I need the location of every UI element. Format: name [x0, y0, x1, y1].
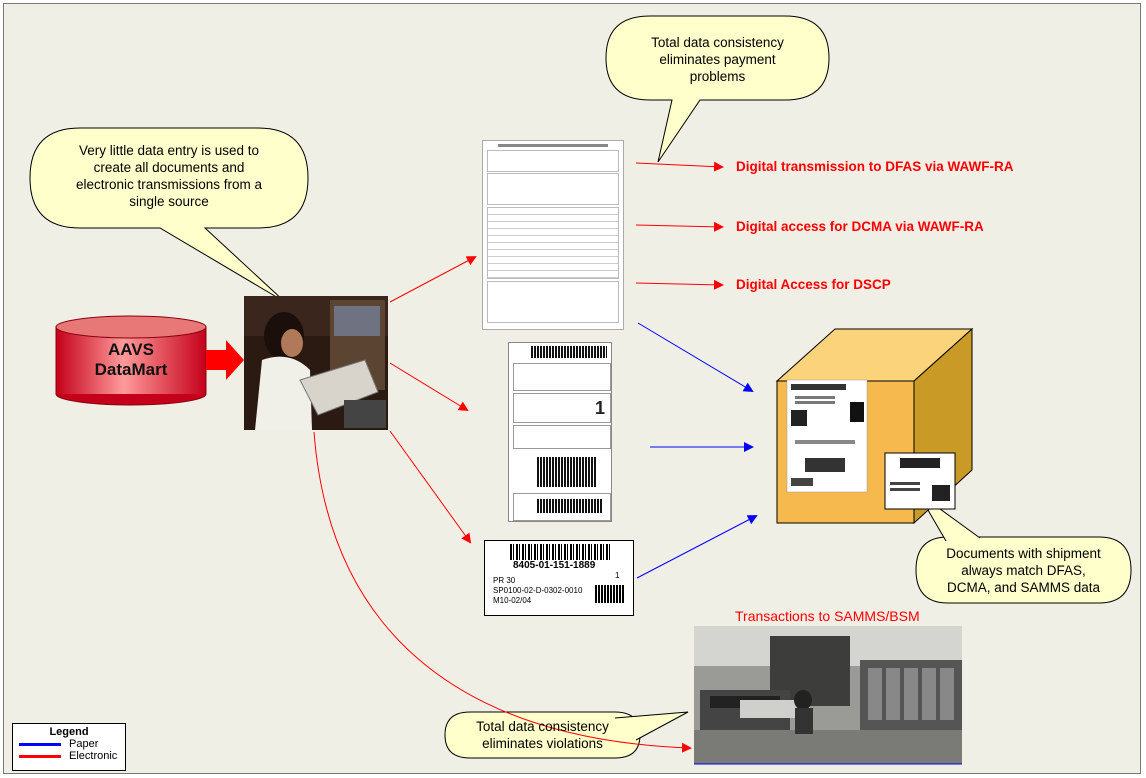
shipping-label-document: 1 — [508, 342, 612, 522]
bubble-top-right-line3: problems — [689, 69, 746, 84]
bubble-bottom-line2: eliminates violations — [482, 736, 603, 751]
item-label-nsn: 8405-01-151-1889 — [513, 560, 596, 571]
bubble-right-line3: DCMA, and SAMMS data — [946, 580, 1101, 595]
bubble-top-right-line1: Total data consistency — [651, 35, 784, 50]
shipping-box — [775, 327, 974, 525]
arrow-to-samms — [313, 431, 692, 753]
legend-row-electronic: Electronic — [13, 750, 125, 762]
item-label-contract: SP0100-02-D-0302-0010 — [493, 586, 583, 595]
dscp-access-label: Digital Access for DSCP — [736, 277, 891, 292]
invoice-document — [482, 140, 624, 330]
item-label: 8405-01-151-1889 PR 30 SP0100-02-D-0302-… — [484, 540, 634, 616]
legend-title: Legend — [49, 726, 89, 738]
legend-paper-swatch — [19, 743, 61, 746]
bubble-right-line1: Documents with shipment — [946, 546, 1101, 561]
bubble-bottom-line1: Total data consistency — [476, 719, 609, 734]
bubble-bottom — [444, 711, 689, 759]
bubble-top-left-line2: create all documents and — [93, 160, 245, 175]
samms-transactions-label: Transactions to SAMMS/BSM — [735, 608, 920, 624]
dcma-access-label: Digital access for DCMA via WAWF-RA — [736, 219, 984, 234]
bubble-top-left-line3: electronic transmissions from a — [75, 177, 263, 192]
legend-paper-label: Paper — [69, 738, 99, 750]
paper-arrow-item-label — [636, 515, 758, 579]
datamart-label: AAVS DataMart — [56, 340, 206, 380]
bubble-top-right-line2: eliminates payment — [659, 52, 776, 67]
arrow-dcma — [635, 221, 724, 232]
bubble-top-left-text: Very little data entry is used to create… — [32, 142, 306, 210]
legend-electronic-swatch — [19, 755, 61, 758]
datamart-line1: AAVS — [108, 340, 154, 359]
paper-arrow-invoice — [637, 322, 754, 393]
legend: Legend Paper Electronic — [12, 723, 126, 771]
item-label-ea: 1 — [615, 571, 620, 580]
datamart-line2: DataMart — [94, 360, 168, 379]
bubble-top-left-line4: single source — [129, 194, 209, 209]
dfas-transmission-label: Digital transmission to DFAS via WAWF-RA — [736, 159, 1014, 174]
bubble-right-text: Documents with shipment always match DFA… — [918, 545, 1129, 596]
mainframe-photo — [694, 626, 962, 765]
item-label-date: M10-02/04 — [493, 596, 532, 605]
bubble-right-line2: always match DFAS, — [961, 563, 1086, 578]
bubble-top-right-text: Total data consistency eliminates paymen… — [608, 34, 827, 85]
legend-electronic-label: Electronic — [69, 750, 118, 762]
legend-row-paper: Paper — [13, 738, 125, 750]
item-label-pr: PR 30 — [493, 576, 516, 585]
arrow-dscp — [635, 279, 724, 290]
bubble-top-left — [29, 127, 309, 303]
arrow-to-item-label — [389, 430, 472, 544]
bubble-top-right — [605, 15, 830, 163]
datamart-cylinder — [55, 315, 207, 406]
operator-photo — [244, 296, 388, 430]
bubble-top-left-line1: Very little data entry is used to — [78, 143, 260, 158]
arrow-to-invoice — [389, 256, 477, 303]
arrow-dfas — [635, 161, 724, 172]
bubble-bottom-text: Total data consistency eliminates violat… — [447, 718, 638, 752]
arrow-to-shipping-label — [389, 362, 469, 412]
datamart-arrow — [206, 340, 244, 380]
